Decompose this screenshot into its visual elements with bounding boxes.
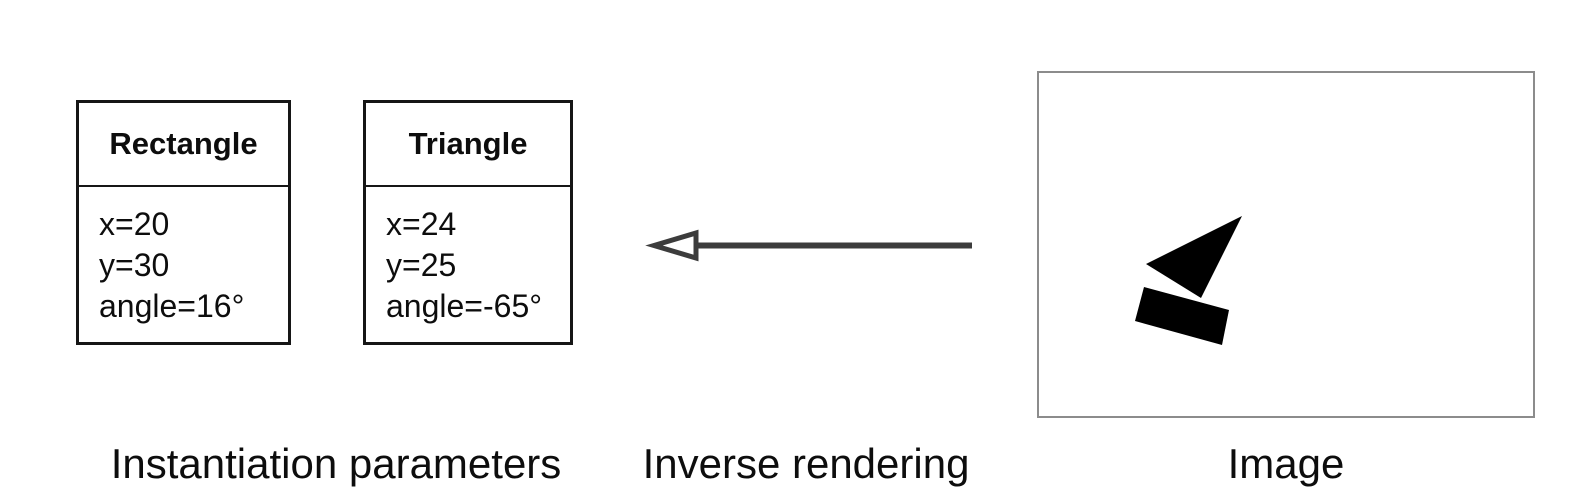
- rectangle-param-x: x=20: [99, 206, 170, 242]
- rectangle-param-y: y=30: [99, 247, 170, 283]
- triangle-box-title: Triangle: [366, 103, 570, 187]
- rendered-rectangle-shape: [1135, 287, 1229, 345]
- triangle-box-body: x=24 y=25 angle=-65°: [366, 187, 570, 327]
- caption-instantiation-parameters: Instantiation parameters: [110, 440, 562, 487]
- triangle-param-y: y=25: [386, 247, 457, 283]
- image-panel: [1037, 71, 1535, 418]
- rendered-triangle-shape: [1146, 216, 1242, 298]
- left-arrow-icon: [645, 229, 972, 262]
- triangle-param-box: Triangle x=24 y=25 angle=-65°: [363, 100, 573, 345]
- triangle-param-x: x=24: [386, 206, 457, 242]
- rectangle-box-body: x=20 y=30 angle=16°: [79, 187, 288, 327]
- rectangle-param-angle: angle=16°: [99, 288, 245, 324]
- rendered-shapes-canvas: [1135, 216, 1242, 345]
- triangle-param-angle: angle=-65°: [386, 288, 543, 324]
- rectangle-param-box: Rectangle x=20 y=30 angle=16°: [76, 100, 291, 345]
- rectangle-box-title: Rectangle: [79, 103, 288, 187]
- caption-inverse-rendering: Inverse rendering: [642, 440, 970, 487]
- caption-image: Image: [1227, 440, 1345, 487]
- arrow-head: [645, 229, 699, 262]
